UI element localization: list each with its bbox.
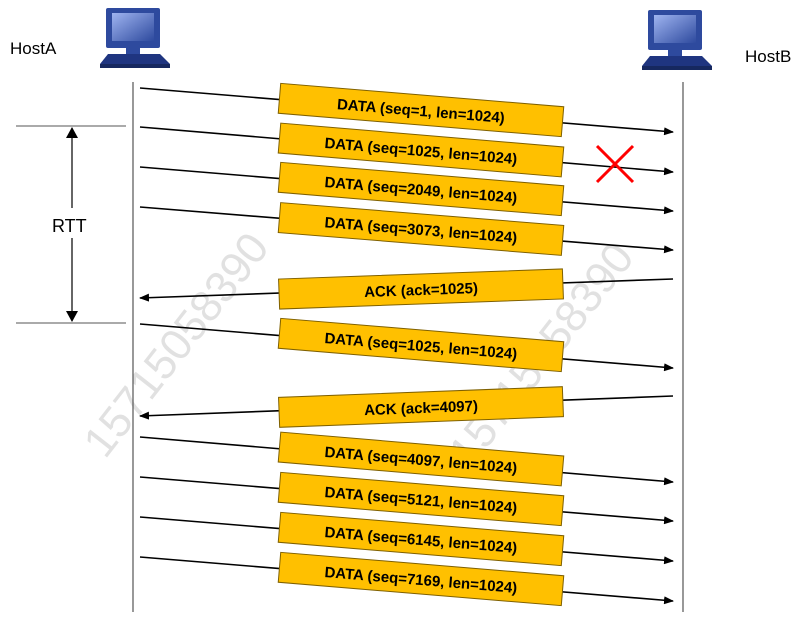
packet-label: ACK (ack=1025) xyxy=(364,280,478,301)
host-a-computer-icon xyxy=(100,8,170,68)
packet-box: DATA (seq=1025, len=1024) xyxy=(277,317,565,373)
watermark-text: 15715058390 xyxy=(74,224,278,466)
data-segment-row: DATA (seq=1, len=1024) xyxy=(139,82,674,138)
packet-box: ACK (ack=4097) xyxy=(278,386,564,428)
host-a-label: HostA xyxy=(10,39,57,58)
data-segment-row: DATA (seq=7169, len=1024) xyxy=(139,551,674,607)
host-b-label: HostB xyxy=(745,47,791,66)
message-list: DATA (seq=1, len=1024)DATA (seq=1025, le… xyxy=(139,82,674,607)
data-segment-row: DATA (seq=1025, len=1024) xyxy=(139,122,674,178)
data-segment-row: DATA (seq=1025, len=1024) xyxy=(139,317,674,373)
packet-box: ACK (ack=1025) xyxy=(278,268,564,310)
packet-box: DATA (seq=1, len=1024) xyxy=(277,82,565,138)
rtt-label: RTT xyxy=(52,216,87,236)
data-segment-row: DATA (seq=3073, len=1024) xyxy=(139,202,674,256)
data-segment-row: DATA (seq=5121, len=1024) xyxy=(139,471,674,527)
packet-label: ACK (ack=4097) xyxy=(364,398,478,419)
data-segment-row: DATA (seq=6145, len=1024) xyxy=(139,511,674,567)
data-segment-row: DATA (seq=4097, len=1024) xyxy=(139,431,674,487)
ack-segment-row: ACK (ack=1025) xyxy=(139,268,674,310)
data-segment-row: DATA (seq=2049, len=1024) xyxy=(139,161,674,217)
rtt-bracket: RTT xyxy=(16,125,126,324)
ack-segment-row: ACK (ack=4097) xyxy=(139,386,674,428)
lost-packet-x-icon xyxy=(595,144,635,184)
host-b-computer-icon xyxy=(642,10,712,70)
